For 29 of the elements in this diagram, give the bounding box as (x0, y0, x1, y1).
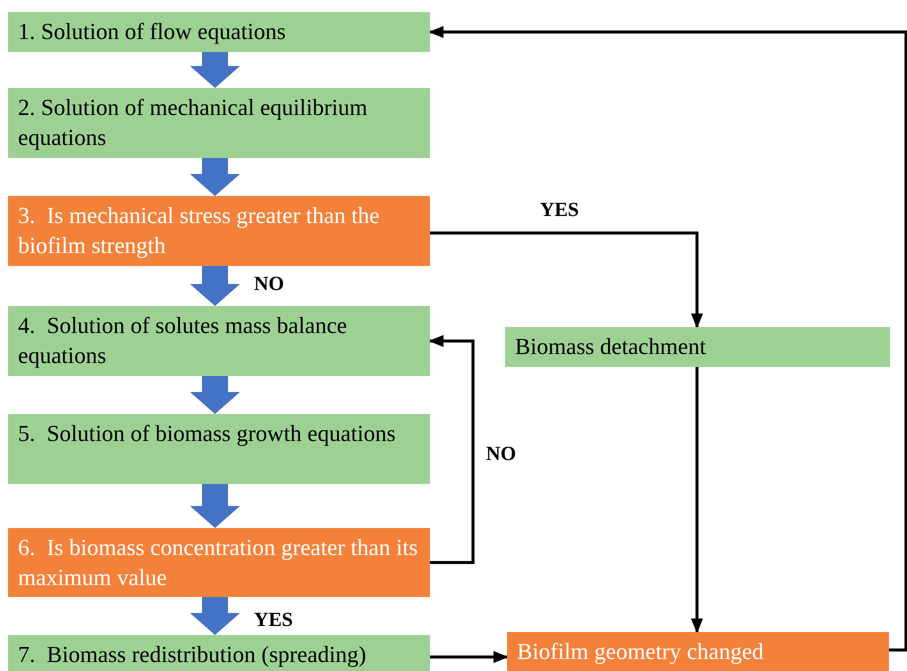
block-arrow (190, 158, 240, 196)
process-box (8, 414, 430, 484)
box-text: Biomass detachment (515, 334, 706, 359)
block-arrow (190, 52, 240, 88)
process-box (8, 12, 430, 52)
arrow (428, 335, 474, 564)
box-text: 1. Solution of flow equations (18, 19, 286, 44)
process-box (8, 635, 430, 671)
box-text: Biofilm geometry changed (517, 639, 764, 664)
box-text: 7. Biomass redistribution (spreading) (18, 642, 366, 667)
block-arrow (190, 376, 240, 414)
decision-box (507, 632, 889, 671)
box-text: 5. Solution of biomass growth equations (18, 421, 396, 446)
block-arrow (190, 597, 240, 635)
decision-box (8, 528, 430, 597)
arrow (430, 651, 508, 663)
box-text: 4. Solution of solutes mass balance equations (18, 313, 348, 368)
box-text: 3. Is mechanical stress greater than the biofilm strength (18, 203, 380, 258)
arrow (691, 367, 703, 634)
decision-box (8, 196, 430, 266)
arrow (430, 232, 703, 328)
process-box (505, 327, 890, 367)
box-text: 6. Is biomass concentration greater than its maximum value (18, 535, 419, 590)
block-arrow (190, 484, 240, 528)
box-text: 2. Solution of mechanical equilibrium equations (18, 95, 368, 150)
block-arrow (190, 266, 240, 306)
process-box (8, 88, 430, 158)
arrow (428, 26, 907, 652)
process-box (8, 306, 430, 376)
